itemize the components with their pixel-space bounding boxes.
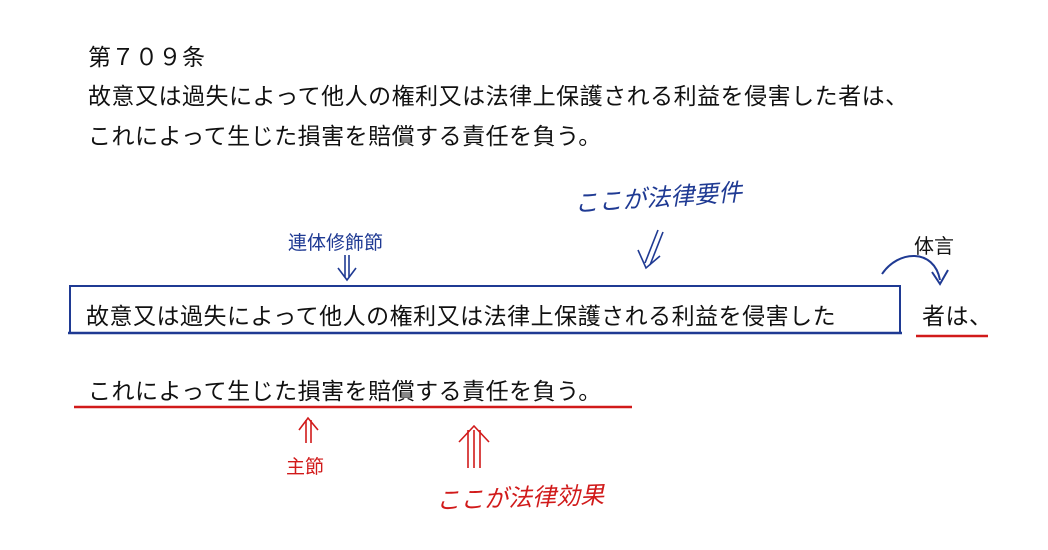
article-line-1: 故意又は過失によって他人の権利又は法律上保護される利益を侵害した者は、 bbox=[88, 84, 909, 110]
requirement-arrow-icon bbox=[637, 229, 664, 270]
curved-arrow-icon bbox=[881, 255, 949, 286]
main-clause-arrow-icon bbox=[298, 416, 319, 443]
main-clause: これによって生じた損害を賠償する責任を負う。 bbox=[88, 379, 602, 405]
modifier-clause-label: 連体修飾節 bbox=[288, 232, 384, 254]
main-clause-label: 主節 bbox=[286, 456, 325, 478]
article-line-2: これによって生じた損害を賠償する責任を負う。 bbox=[88, 124, 602, 150]
modifier-clause-box bbox=[69, 285, 901, 334]
article-number: 第７０９条 bbox=[88, 45, 206, 71]
noun-label: 体言 bbox=[914, 234, 954, 258]
noun-phrase: 者は、 bbox=[922, 304, 993, 330]
modifier-arrow-icon bbox=[337, 255, 357, 282]
boxed-modifier-clause: 故意又は過失によって他人の権利又は法律上保護される利益を侵害した bbox=[86, 304, 837, 330]
legal-effect-arrow-icon bbox=[458, 424, 490, 468]
